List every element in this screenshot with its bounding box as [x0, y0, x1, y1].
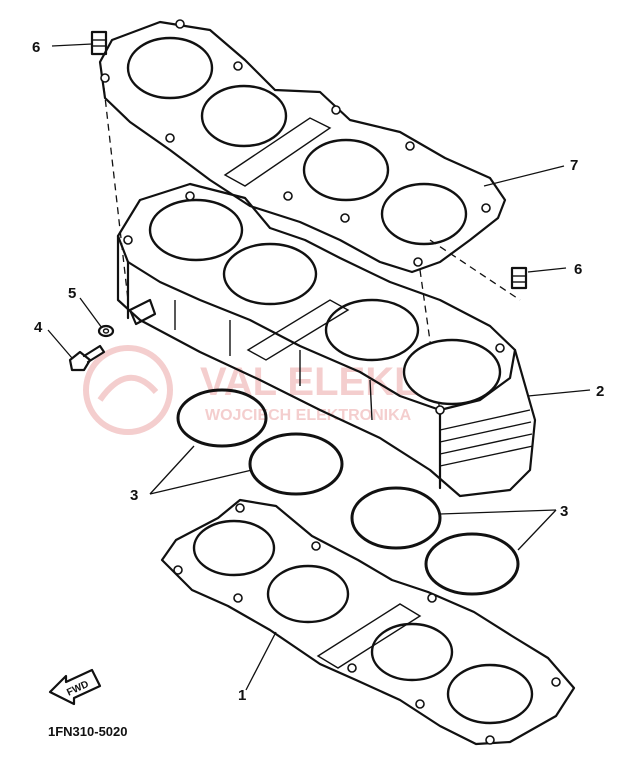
callout-6-top-left: 6 [32, 39, 40, 56]
base-gasket-center-slot [316, 603, 422, 669]
leader-lines [47, 43, 591, 691]
base-gasket-bore-3 [370, 622, 454, 682]
cylinder-block-top-outline [116, 182, 517, 412]
callout-5: 5 [68, 285, 76, 302]
head-gasket-hole [283, 191, 293, 201]
head-gasket-hole [413, 257, 423, 267]
head-gasket-hole [165, 133, 175, 143]
cylinder-block-bore-2 [222, 242, 318, 306]
callout-3-left: 3 [130, 487, 138, 504]
head-gasket-bore-3 [302, 138, 390, 202]
head-gasket-outline [98, 20, 507, 274]
cylinder-block-bore-3 [324, 298, 420, 362]
head-gasket-hole [100, 73, 110, 83]
head-gasket-bore-2 [200, 84, 288, 148]
stud-top-left [90, 30, 108, 56]
cylinder-block-center-slot [246, 299, 350, 361]
base-gasket-bore-2 [266, 564, 350, 624]
watermark-line1: VAL ELEKL [200, 360, 419, 404]
cylinder-block-bore-4 [402, 338, 502, 406]
bolt-head [68, 350, 92, 372]
bolt-shank [82, 344, 106, 364]
head-gasket-bore-1 [126, 36, 214, 100]
head-gasket-hole [175, 19, 185, 29]
alignment-line-stud [429, 239, 521, 301]
base-gasket [160, 498, 576, 746]
watermark-logo-ring [83, 345, 173, 435]
head-gasket-hole [481, 203, 491, 213]
o-ring-2 [248, 432, 344, 496]
o-rings [176, 388, 520, 596]
o-ring-1 [176, 388, 268, 448]
forward-arrow: FWD [48, 668, 102, 706]
head-gasket-center-slot [223, 117, 332, 187]
callout-2: 2 [596, 383, 604, 400]
forward-arrow-icon [48, 668, 102, 706]
watermark-line2: WOJCIECH ELEKTRONIKA [205, 407, 412, 424]
cylinder-block-bolt-boss [128, 298, 157, 326]
watermark: VAL ELEKL WOJCIECH ELEKTRONIKA [83, 345, 419, 435]
head-gasket-hole [331, 105, 341, 115]
head-gasket-hole [405, 141, 415, 151]
callout-4: 4 [34, 319, 43, 336]
head-gasket-bore-4 [380, 182, 468, 246]
base-gasket-outline [160, 498, 576, 746]
callout-7: 7 [570, 157, 578, 174]
diagram-part-number: 1FN310-5020 [48, 724, 128, 739]
cylinder-block-bore-1 [148, 198, 244, 262]
cylinder-block-fins [439, 409, 534, 467]
o-ring-4 [424, 532, 520, 596]
base-gasket-bore-4 [446, 663, 534, 725]
stud-body [510, 266, 528, 290]
head-gasket-hole [340, 213, 350, 223]
bolt [68, 344, 106, 372]
callout-1: 1 [238, 687, 246, 704]
cylinder-block-ribs [174, 300, 373, 421]
watermark-logo-swoosh [97, 374, 159, 402]
washer [97, 324, 115, 338]
base-gasket-bore-1 [192, 519, 276, 577]
head-gasket [98, 19, 507, 274]
stud-body [90, 30, 108, 56]
cylinder-block [116, 182, 537, 498]
alignment-line-left [103, 87, 129, 301]
head-gasket-hole [233, 61, 243, 71]
o-ring-3 [350, 486, 442, 550]
callout-3-right: 3 [560, 503, 568, 520]
stud-right [510, 266, 528, 290]
callout-6-right: 6 [574, 261, 582, 278]
cylinder-block-body [116, 234, 537, 498]
